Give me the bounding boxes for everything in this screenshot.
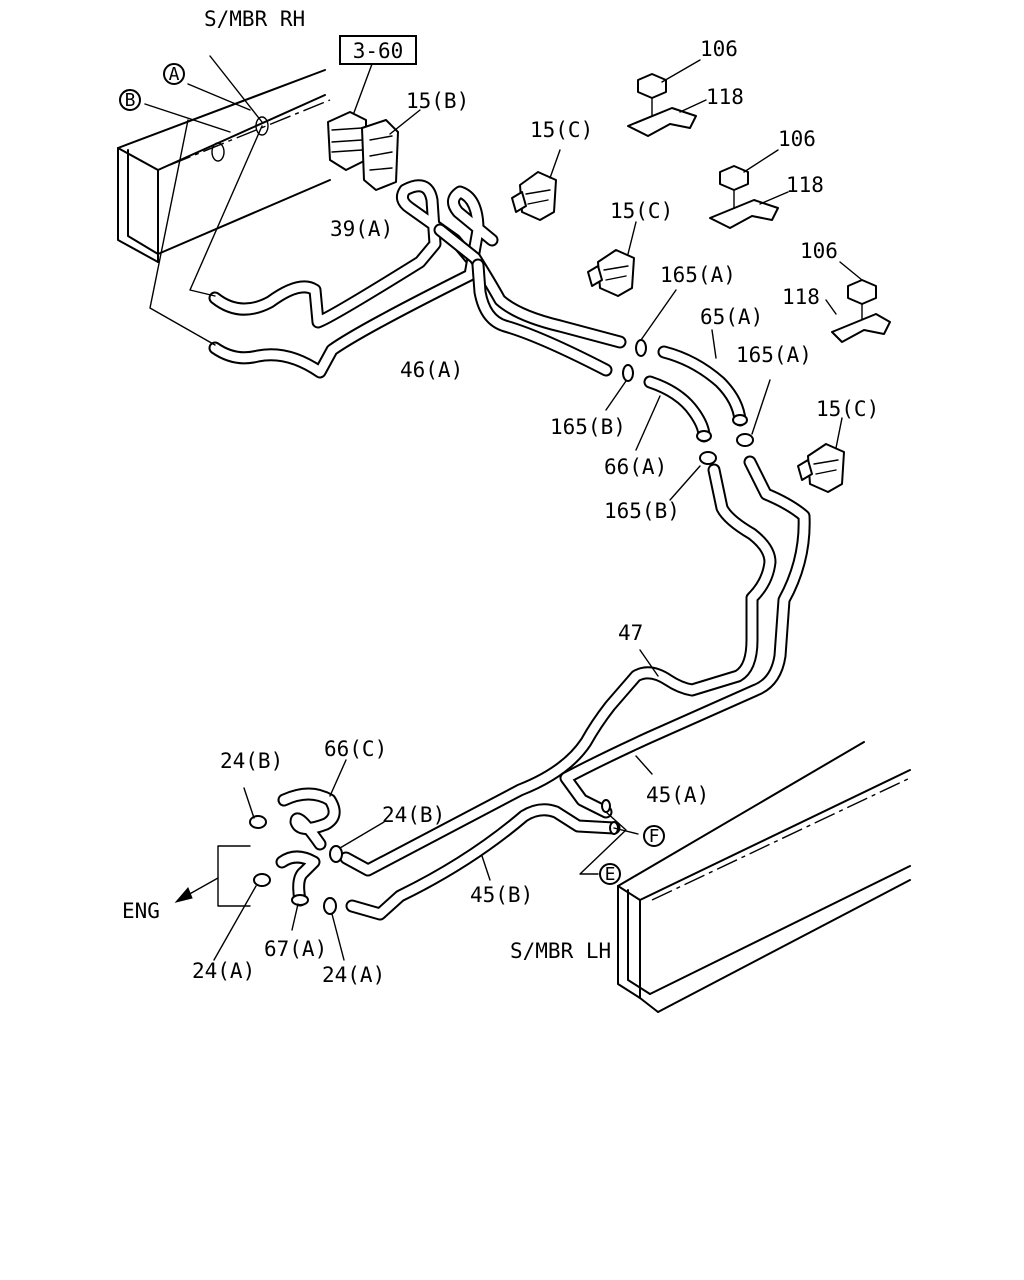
label-66c: 66(C) <box>324 737 387 761</box>
label-165a-1: 165(A) <box>660 263 736 287</box>
label-15c-3: 15(C) <box>816 397 879 421</box>
clip-15b <box>327 109 421 191</box>
clamp-24b-2 <box>329 821 385 863</box>
line-39a <box>208 179 487 329</box>
label-106-1: 106 <box>700 37 738 61</box>
label-118-2: 118 <box>786 173 824 197</box>
label-165a-2: 165(A) <box>736 343 812 367</box>
label-smbr-rh: S/MBR RH <box>204 7 305 31</box>
clamp-24b-1 <box>243 787 267 829</box>
callout-b: B <box>119 89 141 111</box>
reference-box-3-60: 3-60 <box>339 35 417 119</box>
label-24a-2: 24(A) <box>322 963 385 987</box>
pipe-45a <box>559 455 811 819</box>
label-45a: 45(A) <box>646 783 709 807</box>
clamp-165b-2 <box>669 451 717 501</box>
label-118-3: 118 <box>782 285 820 309</box>
clamp-165a-2 <box>736 379 771 447</box>
label-45b: 45(B) <box>470 883 533 907</box>
svg-text:A: A <box>169 64 180 85</box>
nut-106-3 <box>839 261 877 327</box>
bracket-118-1 <box>627 99 707 137</box>
clamp-24a-1 <box>213 873 271 961</box>
callout-e: E <box>579 811 627 885</box>
label-smbr-lh: S/MBR LH <box>510 939 611 963</box>
label-106-2: 106 <box>778 127 816 151</box>
line-46a-upper-run <box>149 119 627 377</box>
hose-66c <box>277 759 347 851</box>
label-165b-2: 165(B) <box>604 499 680 523</box>
bracket-118-2 <box>709 191 789 229</box>
hose-66a <box>635 375 712 451</box>
hose-67a <box>275 850 321 931</box>
svg-text:E: E <box>605 864 616 885</box>
svg-text:F: F <box>649 826 660 847</box>
label-24b-2: 24(B) <box>382 803 445 827</box>
svg-text:3-60: 3-60 <box>353 39 404 63</box>
side-member-lh <box>617 741 911 1013</box>
clip-15c-3 <box>797 417 845 493</box>
clip-15c-1 <box>511 149 561 221</box>
pipe-47 <box>339 463 777 877</box>
label-46a: 46(A) <box>400 358 463 382</box>
clamp-165b-1 <box>605 364 634 411</box>
label-67a: 67(A) <box>264 937 327 961</box>
bracket-118-3 <box>825 299 891 343</box>
label-24a-1: 24(A) <box>192 959 255 983</box>
labels: S/MBR RH 15(B) 15(C) 15(C) 15(C) 106 118… <box>122 7 879 987</box>
label-15b: 15(B) <box>406 89 469 113</box>
label-165b-1: 165(B) <box>550 415 626 439</box>
label-118-1: 118 <box>706 85 744 109</box>
label-47: 47 <box>618 621 643 645</box>
clamp-165a-1 <box>635 289 677 357</box>
label-106-3: 106 <box>800 239 838 263</box>
label-15c-2: 15(C) <box>610 199 673 223</box>
callout-f: F <box>613 825 665 847</box>
hose-65a <box>657 329 748 427</box>
label-39a: 39(A) <box>330 217 393 241</box>
svg-text:B: B <box>125 90 136 111</box>
clamp-24a-2 <box>323 897 345 961</box>
nut-106-1 <box>637 59 701 121</box>
side-member-rh <box>117 55 331 263</box>
label-66a: 66(A) <box>604 455 667 479</box>
clip-15c-2 <box>587 221 637 297</box>
label-24b-1: 24(B) <box>220 749 283 773</box>
label-15c-1: 15(C) <box>530 118 593 142</box>
label-65a: 65(A) <box>700 305 763 329</box>
line-46a <box>208 185 499 379</box>
engine-direction-arrow <box>174 845 251 907</box>
callout-a: A <box>163 63 185 85</box>
label-eng: ENG <box>122 899 160 923</box>
